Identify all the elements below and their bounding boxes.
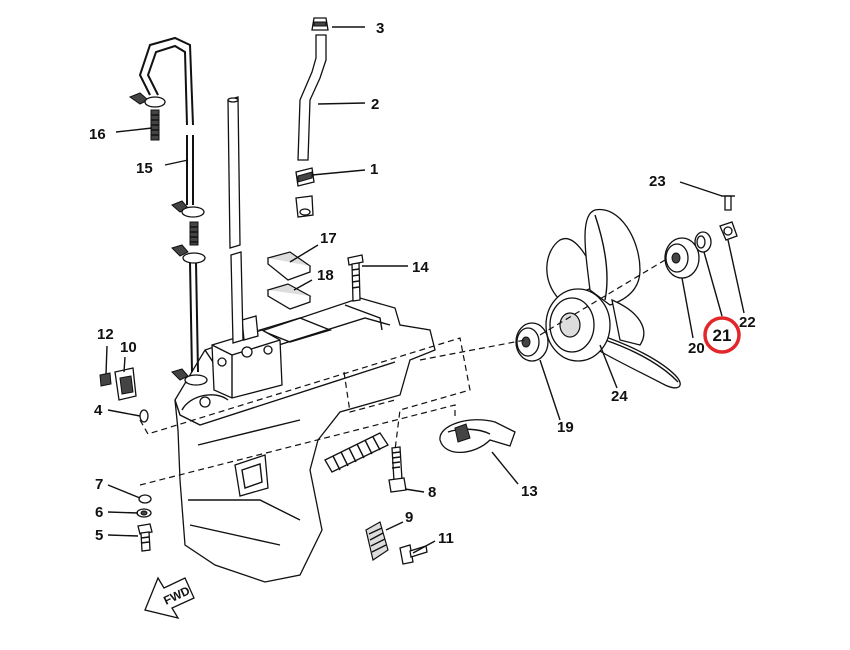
water-tube bbox=[128, 36, 208, 386]
label-7: 7 bbox=[95, 476, 103, 493]
label-23: 23 bbox=[649, 173, 666, 190]
label-14: 14 bbox=[412, 259, 429, 276]
thrust-washer bbox=[515, 322, 549, 362]
prop-nut-assembly bbox=[664, 195, 738, 279]
label-20: 20 bbox=[688, 340, 705, 357]
exploded-view-lines bbox=[139, 259, 666, 486]
small-fasteners bbox=[99, 367, 153, 552]
lower-casing bbox=[174, 297, 436, 583]
label-1: 1 bbox=[370, 161, 378, 178]
forward-arrow: FWD bbox=[144, 576, 195, 619]
label-5: 5 bbox=[95, 527, 103, 544]
label-4: 4 bbox=[94, 402, 103, 419]
highlighted-part-21[interactable]: 21 bbox=[703, 316, 741, 354]
label-17: 17 bbox=[320, 230, 337, 247]
label-21: 21 bbox=[713, 326, 732, 345]
label-2: 2 bbox=[371, 96, 379, 113]
label-11: 11 bbox=[438, 530, 454, 547]
label-24: 24 bbox=[611, 388, 628, 405]
highlight-circle bbox=[703, 316, 741, 354]
propeller bbox=[545, 209, 681, 389]
label-12: 12 bbox=[97, 326, 114, 343]
label-10: 10 bbox=[120, 339, 137, 356]
label-19: 19 bbox=[557, 419, 574, 436]
label-6: 6 bbox=[95, 504, 103, 521]
drive-shaft bbox=[227, 96, 244, 344]
part-labels: 3 2 1 16 15 17 18 14 12 10 4 7 6 5 8 9 1… bbox=[89, 20, 756, 547]
label-22: 22 bbox=[739, 314, 756, 331]
shift-rod bbox=[295, 17, 329, 218]
label-15: 15 bbox=[136, 160, 153, 177]
leader-lines bbox=[105, 26, 745, 554]
anode bbox=[439, 419, 516, 453]
label-13: 13 bbox=[521, 483, 538, 500]
label-9: 9 bbox=[405, 509, 413, 526]
label-18: 18 bbox=[317, 267, 334, 284]
cover-plates bbox=[266, 251, 364, 310]
lower-fasteners bbox=[365, 446, 428, 565]
label-3: 3 bbox=[376, 20, 384, 37]
label-16: 16 bbox=[89, 126, 106, 143]
label-8: 8 bbox=[428, 484, 436, 501]
